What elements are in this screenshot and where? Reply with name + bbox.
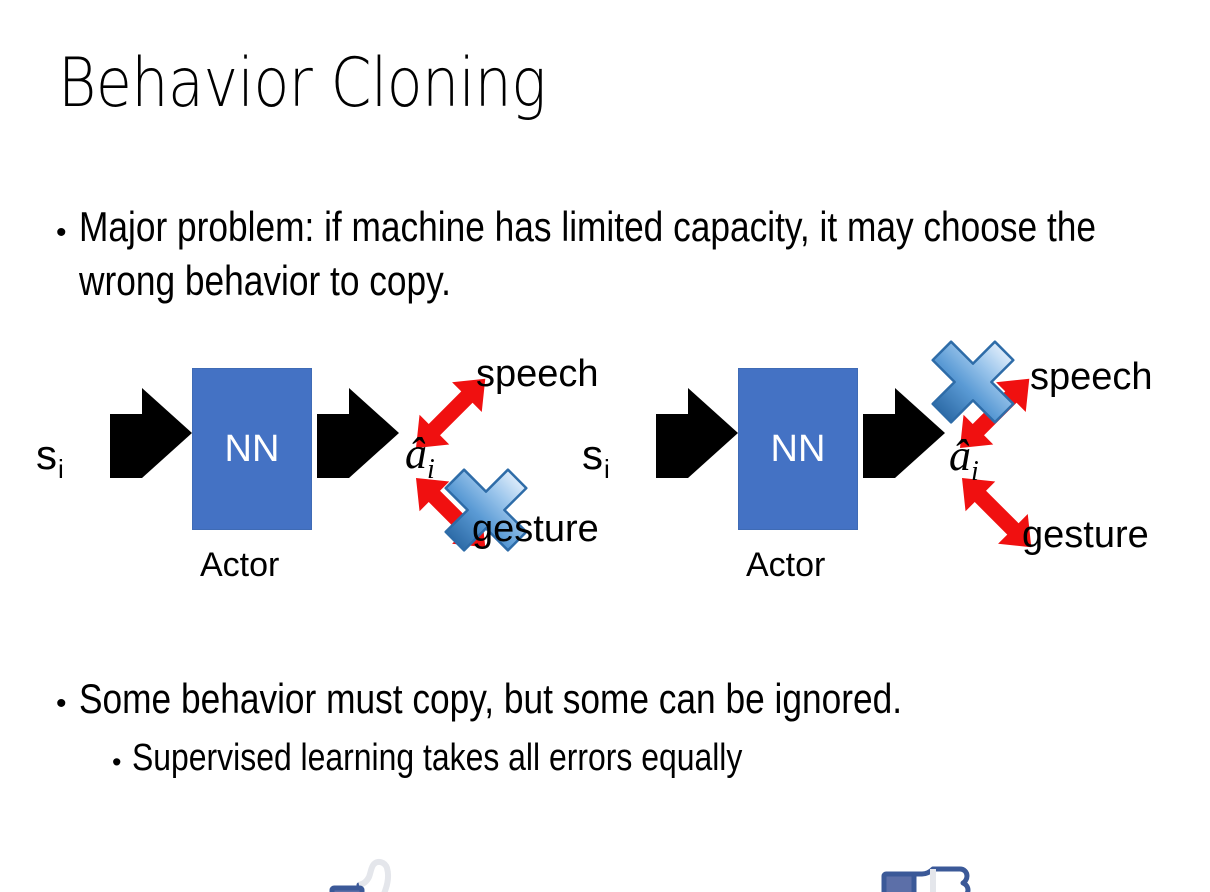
branch-label-speech-right: speech <box>1030 356 1153 398</box>
bullet-text: Some behavior must copy, but some can be… <box>78 675 902 722</box>
blue-cross-speech-icon <box>931 340 1015 424</box>
diagram-right-svg <box>656 340 1032 892</box>
nn-label: NN <box>224 428 280 470</box>
bullet-text: Major problem: if machine has limited ca… <box>78 203 1096 304</box>
branch-label-gesture-right: gesture <box>1022 514 1149 556</box>
nn-box-left: NN <box>192 368 312 530</box>
bullet-item-some-behavior: • Some behavior must copy, but some can … <box>56 673 1058 725</box>
block-arrow-input-icon <box>656 388 738 478</box>
bullet-text: Supervised learning takes all errors equ… <box>132 737 743 779</box>
action-subscript: i <box>971 455 979 487</box>
diagram-left-svg <box>110 378 528 892</box>
block-arrow-output-icon <box>317 388 399 478</box>
branch-label-gesture-left: gesture <box>472 508 599 550</box>
branch-label-speech-left: speech <box>476 353 599 395</box>
action-label-left: âi <box>405 429 435 485</box>
nn-box-right: NN <box>738 368 858 530</box>
state-subscript: i <box>604 454 610 485</box>
bullet-marker-icon: • <box>56 687 67 720</box>
diagram-left-good-case: si <box>14 330 614 892</box>
actor-caption-left: Actor <box>200 546 280 584</box>
nn-label: NN <box>770 428 826 470</box>
bullet-marker-icon: • <box>56 216 67 249</box>
thumbs-up-icon <box>329 858 392 892</box>
action-subscript: i <box>427 453 435 485</box>
bullet-item-supervised-learning: • Supervised learning takes all errors e… <box>112 735 859 782</box>
blue-cross-gesture-icon <box>444 468 528 552</box>
bullet-marker-icon: • <box>112 747 122 777</box>
diagram-right-bad-case: si NN <box>560 330 1160 892</box>
state-label-right: si <box>582 431 610 485</box>
thumbs-down-icon <box>881 866 971 892</box>
state-label-left: si <box>36 431 64 485</box>
actor-caption-right: Actor <box>746 546 826 584</box>
action-label-right: âi <box>949 431 979 487</box>
red-double-arrow-speech-icon <box>416 378 486 448</box>
page-title: Behavior Cloning <box>58 44 546 123</box>
block-arrow-output-icon <box>863 388 945 478</box>
red-double-arrow-gesture-icon <box>962 478 1032 548</box>
state-subscript: i <box>58 454 64 485</box>
bullet-item-major-problem: • Major problem: if machine has limited … <box>56 200 1210 308</box>
block-arrow-input-icon <box>110 388 192 478</box>
